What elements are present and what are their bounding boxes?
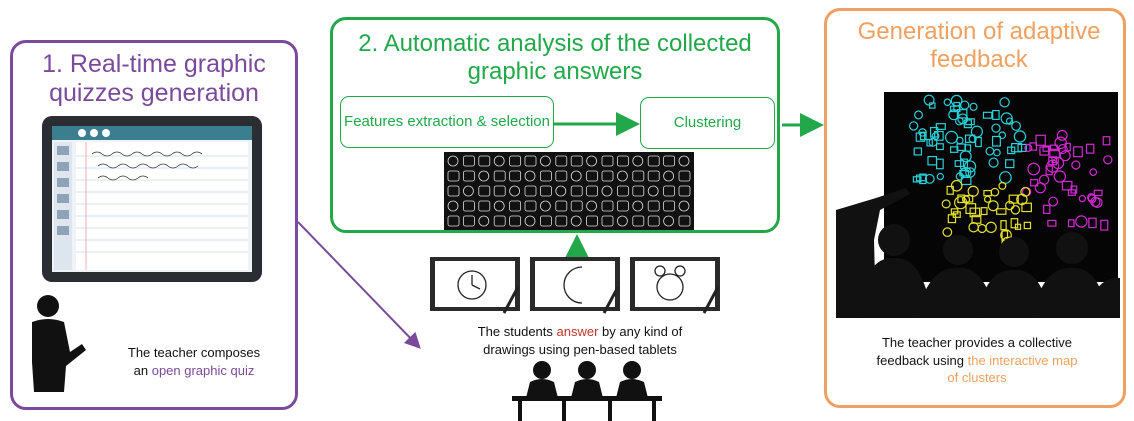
analysis-title: 2. Automatic analysis of the collected g… (358, 30, 752, 85)
student-tablet-moon (530, 257, 620, 314)
interactive-map-label: the interactive map (967, 352, 1078, 368)
of-clusters-label: of clusters (947, 370, 1007, 386)
teacher-composes-caption: The teacher composes an open graphic qui… (127, 345, 261, 378)
clustering-box: Clustering (640, 97, 775, 149)
quiz-generation-title: 1. Real-time graphic quizzes generation (42, 50, 266, 107)
quiz-to-students-arrow (297, 221, 421, 349)
cluster-map-image (836, 90, 1120, 318)
answer-label: answer (556, 324, 599, 339)
student-tablet-alarm-clock (630, 257, 720, 314)
students-silhouette-icon (512, 361, 662, 421)
teacher-feedback-caption: The teacher provides a collective feedba… (842, 334, 1112, 387)
students-answer-caption: The students answer by any kind of drawi… (477, 324, 683, 357)
teacher-silhouette-icon (32, 295, 86, 392)
open-graphic-quiz-label: open graphic quiz (151, 362, 255, 378)
student-tablet-clock (430, 257, 520, 314)
collected-drawings-collage (444, 152, 694, 230)
tablet-image (42, 116, 262, 282)
feedback-title: Generation of adaptive feedback (857, 18, 1101, 73)
features-extraction-box: Features extraction & selection (340, 96, 554, 148)
